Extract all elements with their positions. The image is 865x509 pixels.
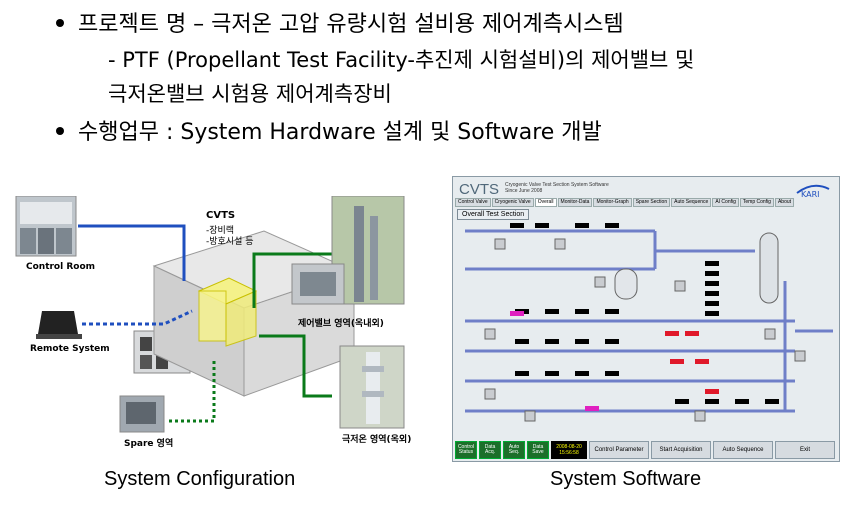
label-cryo-area: 극저온 영역(옥외) <box>342 435 412 445</box>
tab-temp-config[interactable]: Temp Config <box>739 198 774 207</box>
label-remote-system: Remote System <box>30 344 110 354</box>
label-cvts-line2: -방호시설 등 <box>206 237 254 247</box>
start-acquisition-button[interactable]: Start Acquisition <box>651 441 711 459</box>
bullet-tasks: 수행업무 : System Hardware 설계 및 Software 개발 <box>56 114 602 146</box>
bullet-project-text: 프로젝트 명 – 극저온 고압 유량시험 설비용 제어계측시스템 <box>78 12 624 37</box>
label-valve-area: 제어밸브 영역(옥내외) <box>298 319 384 329</box>
tab-bar: Control Valve Cryogenic Valve Overall Mo… <box>455 198 835 207</box>
time-display: 15:56:58 <box>559 450 579 456</box>
auto-sequence-button[interactable]: Auto Sequence <box>713 441 773 459</box>
tab-ai-config[interactable]: AI Config <box>712 198 739 207</box>
overall-test-section-button[interactable]: Overall Test Section <box>457 209 530 220</box>
logo-text: KARI <box>801 190 820 199</box>
bullet-dot <box>56 127 64 135</box>
date-display: 2008-08-20 <box>556 444 582 450</box>
auto-seq-button[interactable]: Auto Seq. <box>503 441 525 459</box>
app-title: CVTS <box>459 181 500 198</box>
tab-spare-section[interactable]: Spare Section <box>632 198 671 207</box>
tab-about[interactable]: About <box>774 198 795 207</box>
tab-auto-sequence[interactable]: Auto Sequence <box>671 198 712 207</box>
system-software-screen: CVTS Cryogenic Valve Test Section System… <box>452 176 840 462</box>
control-status-button[interactable]: Control Status <box>455 441 477 459</box>
tab-monitor-data[interactable]: Monitor-Data <box>557 198 593 207</box>
tab-overall[interactable]: Overall <box>534 198 557 207</box>
bottom-toolbar: Control Status Data Acq. Auto Seq. Data … <box>455 441 835 459</box>
control-parameter-button[interactable]: Control Parameter <box>589 441 649 459</box>
tab-monitor-graph[interactable]: Monitor-Graph <box>593 198 632 207</box>
caption-system-software: System Software <box>550 468 702 490</box>
exit-button[interactable]: Exit <box>775 441 835 459</box>
app-subtitle: Cryogenic Valve Test Section System Soft… <box>505 182 609 194</box>
kari-logo-icon: KARI <box>793 181 833 199</box>
app-subtitle-line1: Cryogenic Valve Test Section System Soft… <box>505 182 609 188</box>
bullet-tasks-text: 수행업무 : System Hardware 설계 및 Software 개발 <box>78 120 602 145</box>
data-acq-button[interactable]: Data Acq. <box>479 441 501 459</box>
label-cvts-line1: -장비랙 <box>206 226 235 236</box>
label-cvts-title: CVTS <box>206 210 236 221</box>
configuration-illustration <box>15 195 405 433</box>
bullet-dot <box>56 19 64 27</box>
caption-system-configuration: System Configuration <box>104 468 296 490</box>
data-save-button[interactable]: Data Save <box>527 441 549 459</box>
app-subtitle-line2: Since June 2008 <box>505 188 543 194</box>
bullet-project-name: 프로젝트 명 – 극저온 고압 유량시험 설비용 제어계측시스템 <box>56 6 624 38</box>
bullet-sub-line1: - PTF (Propellant Test Facility-추진제 시험설비… <box>108 48 695 72</box>
tab-control-valve[interactable]: Control Valve <box>455 198 491 207</box>
bullet-sub-line2: 극저온밸브 시험용 제어계측장비 <box>108 82 392 106</box>
datetime-display: 2008-08-20 15:56:58 <box>551 441 587 459</box>
piping-diagram <box>465 223 833 422</box>
tab-cryogenic-valve[interactable]: Cryogenic Valve <box>491 198 534 207</box>
label-spare-area: Spare 영역 <box>124 439 174 449</box>
label-control-room: Control Room <box>26 262 96 272</box>
system-configuration-figure: Control Room Remote System Spare 영역 제어밸브… <box>14 195 412 460</box>
